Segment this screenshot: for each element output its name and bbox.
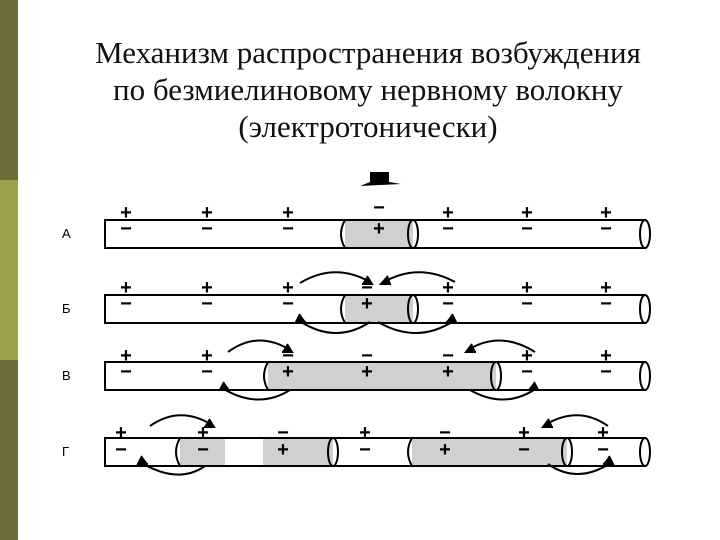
sidebar-accent [0, 180, 18, 360]
charge-sign: − [518, 439, 530, 461]
excited-zone [345, 295, 413, 323]
charge-sign: + [201, 277, 213, 299]
row-label-b: Б [62, 301, 71, 316]
fiber-end [639, 219, 651, 249]
charge-sign: + [201, 345, 213, 367]
fiber-end [639, 437, 651, 467]
charge-sign: + [120, 345, 132, 367]
sidebar-decoration [0, 0, 18, 540]
charge-sign: − [282, 218, 294, 240]
title-line-3: (электротонически) [238, 109, 498, 144]
charge-sign: − [442, 345, 454, 367]
charge-sign: + [120, 202, 132, 224]
charge-sign: − [201, 361, 213, 383]
charge-sign: + [197, 422, 209, 444]
excited-zone-left [180, 438, 225, 466]
charge-sign: + [115, 422, 127, 444]
charge-sign: − [120, 293, 132, 315]
charge-sign: − [282, 293, 294, 315]
charge-sign: − [521, 293, 533, 315]
charge-sign: − [201, 218, 213, 240]
charge-sign: − [359, 439, 371, 461]
charge-sign: − [373, 197, 385, 219]
row-label-v: В [62, 368, 71, 383]
excited-zone-right [412, 438, 567, 466]
title-line-1: Механизм распространения возбуждения [95, 35, 641, 70]
local-current-arrows [136, 414, 615, 476]
fiber-row-b [104, 271, 651, 334]
charge-sign: − [600, 361, 612, 383]
charge-sign: − [439, 422, 451, 444]
charge-sign: + [518, 422, 530, 444]
charge-sign: + [600, 277, 612, 299]
charge-sign: − [361, 345, 373, 367]
title-line-2: по безмиелиновому нервному волокну [113, 72, 623, 107]
charge-sign: + [361, 361, 373, 383]
fiber-row-a [104, 219, 651, 249]
charge-sign: + [120, 277, 132, 299]
charge-sign: − [600, 293, 612, 315]
charge-sign: + [439, 439, 451, 461]
charge-sign: − [277, 422, 289, 444]
row-label-a: А [62, 226, 71, 241]
charge-sign: + [282, 277, 294, 299]
charge-sign: − [120, 218, 132, 240]
charge-sign: − [197, 439, 209, 461]
fiber-row-v [104, 339, 651, 401]
charge-sign: + [600, 345, 612, 367]
charge-sign: + [361, 293, 373, 315]
refractory-zone-left [263, 438, 333, 466]
excited-zone [345, 220, 413, 248]
charge-sign: + [442, 277, 454, 299]
charge-sign: − [282, 345, 294, 367]
charge-sign: + [373, 218, 385, 240]
slide-title: Механизм распространения возбуждения по … [18, 34, 718, 145]
charge-sign: − [361, 277, 373, 299]
stimulus-electrode-icon [360, 172, 401, 186]
charge-sign: − [442, 293, 454, 315]
charge-sign: − [521, 218, 533, 240]
charge-sign: + [600, 202, 612, 224]
charge-sign: + [521, 277, 533, 299]
excited-zone [268, 362, 496, 390]
charge-sign: + [521, 345, 533, 367]
charge-sign: + [282, 202, 294, 224]
local-current-arrows [294, 271, 458, 334]
charge-sign: + [359, 422, 371, 444]
charge-sign: + [442, 361, 454, 383]
charge-sign: + [277, 439, 289, 461]
charge-sign: − [597, 439, 609, 461]
charge-sign: − [600, 218, 612, 240]
charge-sign: − [201, 293, 213, 315]
charge-sign: + [201, 202, 213, 224]
fiber-end [639, 294, 651, 324]
fiber-end [639, 361, 651, 391]
charge-sign: − [521, 361, 533, 383]
fiber-row-g [104, 414, 651, 476]
row-label-g: Г [62, 444, 70, 459]
charge-sign: + [521, 202, 533, 224]
charge-sign: − [115, 439, 127, 461]
charge-sign: + [282, 361, 294, 383]
charge-sign: + [597, 422, 609, 444]
charge-sign: + [442, 202, 454, 224]
charge-sign: − [120, 361, 132, 383]
charge-sign: − [442, 218, 454, 240]
local-current-arrows [218, 339, 540, 401]
